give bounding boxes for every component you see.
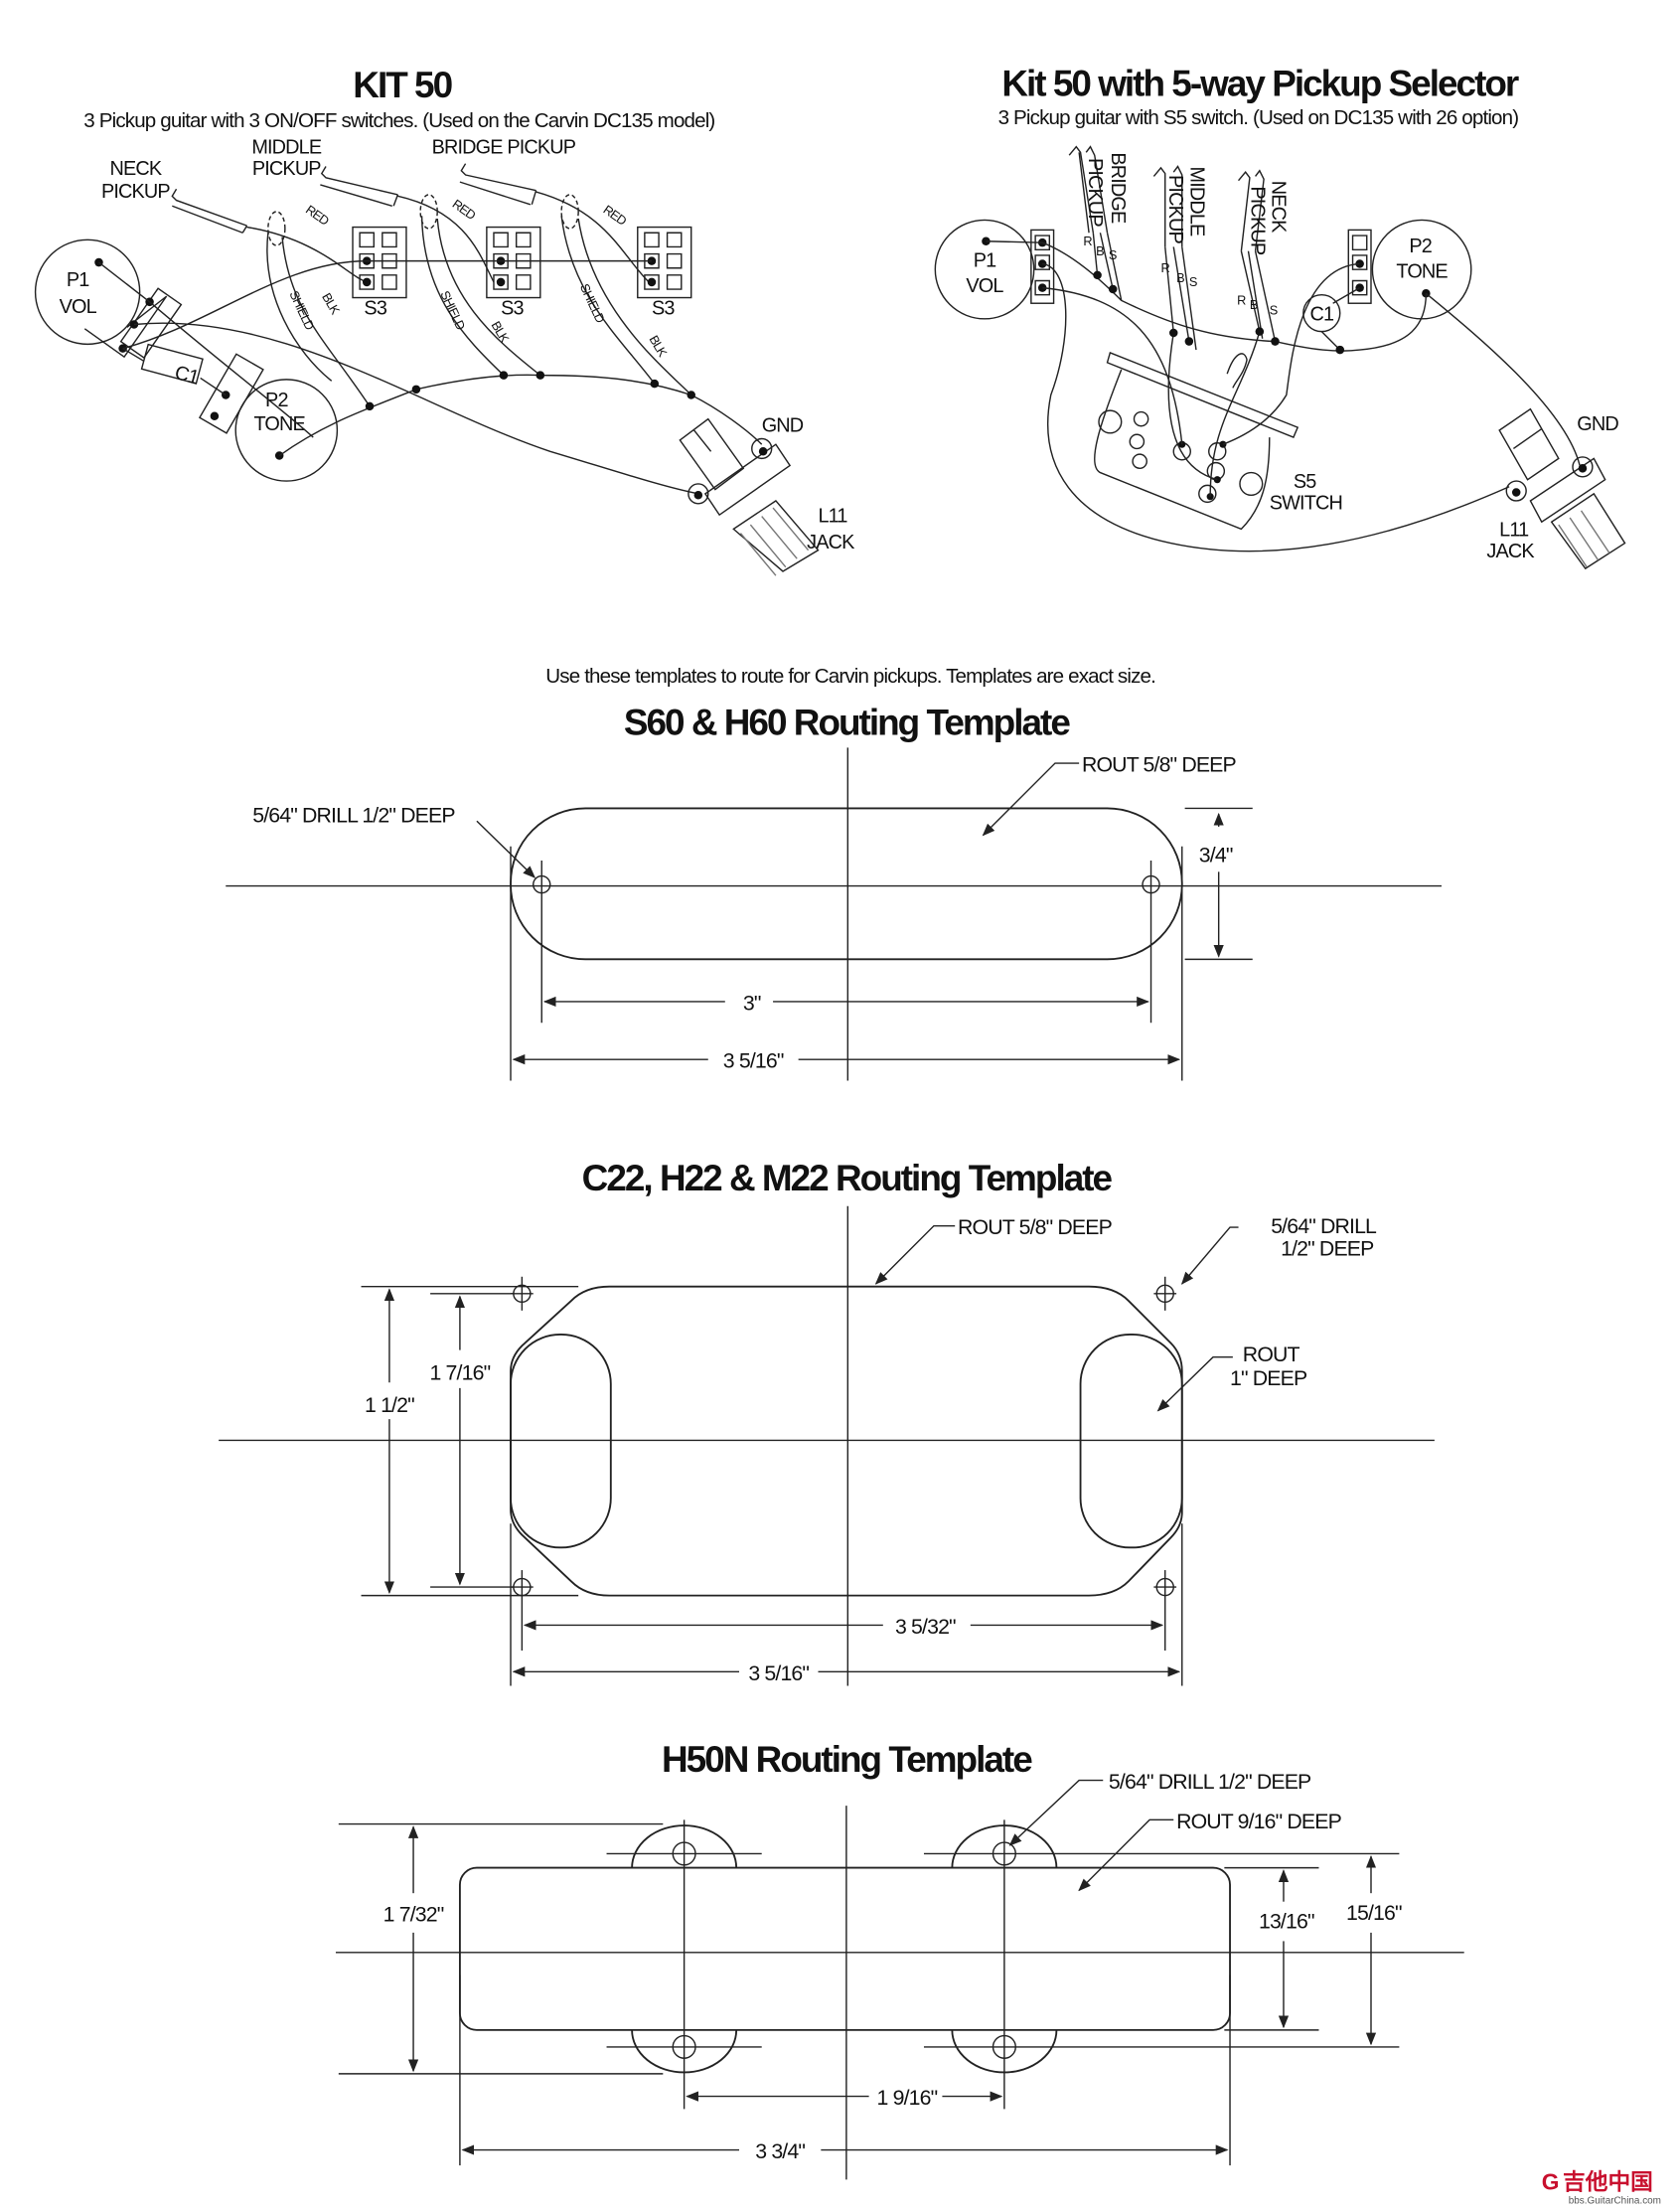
pickup-cables — [171, 163, 692, 407]
blk-wire-label: BLK — [489, 319, 513, 346]
c22-template: C22, H22 & M22 Routing Template ROUT 5/8… — [219, 1158, 1435, 1686]
height-dimension: 3/4" — [1199, 843, 1233, 867]
s-label: S — [1109, 247, 1117, 262]
neck-pickup-label: NECK — [109, 158, 162, 180]
b-label: B — [1096, 243, 1104, 258]
watermark-logo: G 吉他中国 bbs.GuitarChina.com — [1542, 2168, 1661, 2206]
p2-label: P2 — [265, 390, 288, 411]
s-label: S — [1189, 274, 1197, 289]
p1-label: P1 — [974, 249, 996, 271]
l11-label: L11 — [1499, 519, 1529, 541]
b-label: B — [1176, 270, 1184, 285]
h50n-title: H50N Routing Template — [662, 1739, 1032, 1780]
c1-label: C1 — [1309, 303, 1333, 325]
rout-depth-label: ROUT 5/8" DEEP — [958, 1215, 1113, 1239]
s-label: S — [1270, 303, 1278, 318]
hole-spacing-dimension: 1 9/16" — [877, 2086, 938, 2110]
p1-label: P1 — [67, 269, 89, 291]
p1-volume-pot — [34, 238, 183, 359]
p2-tone-pot — [1302, 219, 1472, 333]
blk-wire-label: BLK — [319, 290, 343, 317]
l11-jack — [679, 417, 820, 576]
r-label: R — [1237, 293, 1246, 308]
s5-label: S5 — [1294, 471, 1316, 493]
switch-label: SWITCH — [1270, 492, 1342, 514]
middle-pickup-label-2: PICKUP — [252, 158, 321, 180]
bridge-pickup-label: BRIDGE — [1107, 152, 1129, 224]
tab-height-dimension: 15/16" — [1346, 1901, 1402, 1925]
p2-tone-pot — [140, 343, 339, 482]
length-dimension: 3 5/16" — [748, 1661, 809, 1685]
neck-pickup-label-2: PICKUP — [1246, 186, 1268, 254]
vol-label: VOL — [966, 275, 1003, 297]
neck-pickup-label: NECK — [1268, 181, 1290, 234]
b-label: B — [1250, 297, 1258, 312]
rout-depth-label: ROUT 5/8" DEEP — [1082, 753, 1237, 777]
kit50-5way-diagram: Kit 50 with 5-way Pickup Selector 3 Pick… — [934, 64, 1626, 570]
s3-label: S3 — [652, 298, 675, 320]
hole-spacing-dimension: 3" — [743, 991, 761, 1015]
body-height-dimension: 13/16" — [1259, 1910, 1314, 1934]
middle-pickup-label: MIDDLE — [251, 137, 322, 159]
c1-label: C1 — [172, 362, 201, 390]
rout-deep-label: ROUT — [1243, 1343, 1300, 1366]
drill-depth-label: 1/2" DEEP — [1281, 1236, 1374, 1260]
drill-label: 5/64" DRILL — [1271, 1214, 1377, 1238]
l11-jack — [1498, 407, 1626, 570]
watermark-url: bbs.GuitarChina.com — [1569, 2195, 1661, 2206]
gnd-label: GND — [762, 414, 804, 436]
p1-volume-pot — [934, 219, 1055, 320]
kit50-title: KIT 50 — [353, 65, 452, 105]
h50n-template: H50N Routing Template 5/64" DRILL 1/2" D… — [335, 1739, 1464, 2180]
rout-deep-label-2: 1" DEEP — [1230, 1366, 1307, 1390]
jack-label: JACK — [807, 532, 855, 553]
drill-label: 5/64" DRILL 1/2" DEEP — [252, 804, 455, 828]
length-dimension: 3 5/16" — [723, 1049, 784, 1073]
drill-label: 5/64" DRILL 1/2" DEEP — [1109, 1770, 1311, 1794]
middle-pickup-label: MIDDLE — [1185, 167, 1207, 237]
neck-pickup-label-2: PICKUP — [101, 181, 170, 203]
gnd-label: GND — [1577, 413, 1618, 435]
shield-wire-label: SHIELD — [286, 288, 317, 332]
p2-label: P2 — [1409, 236, 1432, 257]
blk-wire-label: BLK — [647, 333, 671, 360]
kit50-diagram: KIT 50 3 Pickup guitar with 3 ON/OFF swi… — [34, 65, 856, 576]
red-wire-label: RED — [601, 202, 630, 229]
hole-height-dimension: 1 7/32" — [383, 1903, 444, 1927]
watermark-text: G — [1542, 2168, 1560, 2194]
s3-label: S3 — [501, 298, 524, 320]
shield-wire-label: SHIELD — [437, 288, 468, 332]
s60-template: S60 & H60 Routing Template ROUT 5/8" DEE… — [226, 703, 1442, 1081]
kit50-subtitle: 3 Pickup guitar with 3 ON/OFF switches. … — [83, 109, 714, 132]
tone-label: TONE — [253, 413, 305, 435]
inner-height-dimension: 1 7/16" — [430, 1360, 491, 1384]
shield-wire-label: SHIELD — [577, 281, 608, 325]
template-instruction: Use these templates to route for Carvin … — [545, 665, 1155, 688]
s5-switch — [1094, 351, 1299, 531]
red-wire-label: RED — [450, 196, 479, 223]
r-label: R — [1083, 234, 1092, 248]
s3-switches — [352, 226, 692, 299]
rout-depth-label: ROUT 9/16" DEEP — [1176, 1810, 1342, 1833]
r-label: R — [1160, 260, 1169, 275]
jack-label: JACK — [1486, 541, 1535, 562]
length-dimension: 3 3/4" — [755, 2139, 805, 2163]
l11-label: L11 — [818, 505, 847, 527]
vol-label: VOL — [60, 296, 97, 318]
s3-label: S3 — [364, 298, 386, 320]
kit50-5way-subtitle: 3 Pickup guitar with S5 switch. (Used on… — [998, 106, 1519, 129]
kit50-5way-title: Kit 50 with 5-way Pickup Selector — [1001, 64, 1519, 104]
c22-title: C22, H22 & M22 Routing Template — [582, 1158, 1113, 1198]
tone-label: TONE — [1396, 261, 1448, 283]
hole-spacing-dimension: 3 5/32" — [895, 1615, 956, 1639]
middle-pickup-label-2: PICKUP — [1164, 175, 1186, 243]
bridge-pickup-label: BRIDGE PICKUP — [432, 137, 576, 159]
pickup-leads — [1068, 145, 1277, 351]
s60-title: S60 & H60 Routing Template — [624, 703, 1070, 743]
red-wire-label: RED — [303, 202, 332, 229]
outer-height-dimension: 1 1/2" — [365, 1393, 414, 1417]
bridge-pickup-label-2: PICKUP — [1084, 158, 1106, 227]
watermark-text: 吉他中国 — [1563, 2168, 1653, 2194]
